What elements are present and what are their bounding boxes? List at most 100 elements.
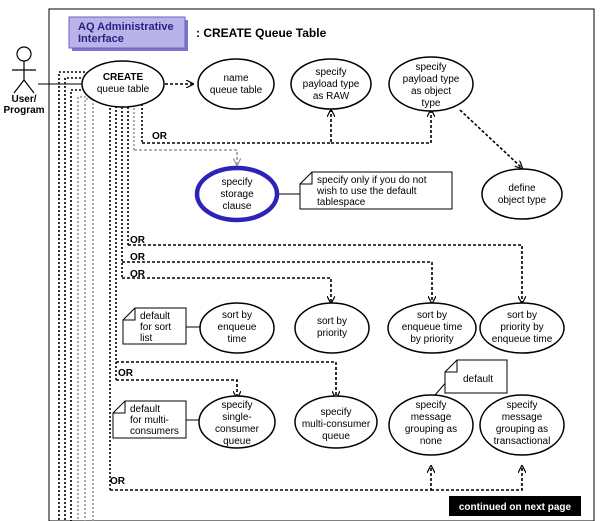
- object-ellipse: [388, 56, 474, 112]
- create-line2: queue table: [97, 84, 150, 95]
- note-sort-line2: for sort: [140, 322, 171, 333]
- note-sort-box: [122, 307, 187, 345]
- sort-enq-pri-line3: by priority: [410, 334, 453, 345]
- sort-pri-line2: priority: [317, 328, 347, 339]
- multi-line3: queue: [322, 431, 350, 442]
- actor-leg-left-icon: [13, 79, 25, 94]
- arrow-to-sort-pri: [122, 277, 331, 303]
- sort-pri-enq-ellipse: [479, 302, 565, 354]
- use-case-sort-enqueue-priority: sort by enqueue time by priority: [387, 302, 477, 354]
- use-case-sort-enqueue: sort by enqueue time: [199, 302, 275, 354]
- bus-line-5: [84, 98, 96, 521]
- name-line2: queue table: [210, 85, 263, 96]
- interface-label-line1: AQ Administrative: [78, 21, 174, 33]
- create-ellipse: [81, 60, 165, 108]
- use-case-multi-consumer: specify multi-consumer queue: [294, 395, 378, 449]
- use-case-raw: specify payload type as RAW: [290, 58, 372, 110]
- grp-trans-line4: transactional: [494, 436, 551, 447]
- actor-label-line2: Program: [3, 105, 44, 116]
- note-grouping-line1: default: [463, 374, 493, 385]
- use-case-name: name queue table: [197, 58, 275, 110]
- note-storage: specify only if you do not wish to use t…: [299, 171, 453, 210]
- or-label-sort-2: OR: [130, 252, 146, 263]
- single-ellipse: [198, 395, 276, 449]
- single-line3: consumer: [215, 424, 260, 435]
- storage-line3: clause: [223, 201, 252, 212]
- sort-pri-enq-line3: enqueue time: [492, 334, 553, 345]
- use-case-sort-priority-enqueue: sort by priority by enqueue time: [479, 302, 565, 354]
- raw-line1: specify: [315, 67, 346, 78]
- multi-line2: multi-consumer: [302, 419, 371, 430]
- sort-pri-enq-line2: priority by: [500, 322, 543, 333]
- storage-line2: storage: [220, 189, 254, 200]
- define-line1: define: [508, 183, 536, 194]
- sort-enq-pri-line1: sort by: [417, 310, 447, 321]
- grp-trans-line2: message: [502, 412, 543, 423]
- note-grouping-default: default: [444, 359, 508, 394]
- sort-pri-enq-line1: sort by: [507, 310, 537, 321]
- use-case-single-consumer: specify single- consumer queue: [198, 395, 276, 449]
- grp-none-line1: specify: [415, 400, 446, 411]
- sort-enq-line2: enqueue: [218, 322, 257, 333]
- note-sort-fold: [123, 308, 136, 321]
- note-multi-line3: consumers: [130, 426, 179, 437]
- arrow-to-storage: [134, 149, 237, 165]
- name-ellipse: [197, 58, 275, 110]
- bus-line-2: [64, 77, 85, 521]
- single-line2: single-: [222, 412, 251, 423]
- sort-pri-line1: sort by: [317, 316, 347, 327]
- note-multi-fold: [113, 401, 126, 414]
- grp-none-line2: message: [411, 412, 452, 423]
- use-case-storage: specify storage clause: [194, 165, 280, 223]
- note-sort-line1: default: [140, 311, 170, 322]
- continued-banner: continued on next page: [449, 496, 581, 516]
- sort-enq-ellipse: [199, 302, 275, 354]
- arrow-to-sort-pri-enq: [128, 244, 522, 303]
- note-storage-line3: tablespace: [317, 197, 366, 208]
- storage-line1: specify: [221, 177, 252, 188]
- sort-enq-pri-line2: enqueue time: [402, 322, 463, 333]
- note-multi-default: default for multi- consumers: [112, 400, 187, 439]
- define-line2: object type: [498, 195, 547, 206]
- object-line4: type: [422, 98, 441, 109]
- or-label-payload: OR: [152, 131, 168, 142]
- raw-line2: payload type: [303, 79, 360, 90]
- note-sort-line3: list: [140, 333, 152, 344]
- arrow-to-raw: [142, 110, 331, 144]
- arrow-to-multi: [116, 361, 336, 398]
- use-case-sort-priority: sort by priority: [294, 302, 370, 354]
- actor-label-line1: User/: [11, 94, 36, 105]
- create-line1: CREATE: [103, 72, 144, 83]
- define-ellipse: [481, 168, 563, 220]
- name-line1: name: [223, 73, 248, 84]
- grp-trans-line1: specify: [506, 400, 537, 411]
- object-line3: as object: [411, 86, 451, 97]
- arrow-to-grp-trans: [431, 466, 522, 491]
- raw-line3: as RAW: [313, 91, 350, 102]
- page-title: : CREATE Queue Table: [196, 26, 327, 40]
- multi-ellipse: [294, 395, 378, 449]
- sort-enq-pri-ellipse: [387, 302, 477, 354]
- use-case-grouping-transactional: specify message grouping as transactiona…: [479, 394, 565, 456]
- raw-ellipse: [290, 58, 372, 110]
- grp-trans-line3: grouping as: [496, 424, 548, 435]
- bus-line-3: [70, 89, 85, 521]
- grp-none-ellipse: [388, 394, 474, 456]
- user-actor: User/ Program: [3, 46, 45, 116]
- use-case-create: CREATE queue table: [81, 60, 165, 108]
- note-grouping-box: [444, 359, 508, 394]
- arrow-to-sort-enq-pri: [122, 261, 432, 303]
- bus-line-1: [58, 71, 85, 521]
- grp-none-line4: none: [420, 436, 443, 447]
- interface-label-line2: Interface: [78, 33, 124, 45]
- note-storage-line1: specify only if you do not: [317, 175, 427, 186]
- note-multi-line2: for multi-: [130, 415, 169, 426]
- actor-head-icon: [16, 46, 32, 62]
- interface-header: AQ Administrative Interface : CREATE Que…: [68, 16, 327, 51]
- single-line1: specify: [221, 400, 252, 411]
- interface-box: [68, 16, 186, 49]
- storage-ellipse: [194, 165, 280, 223]
- sort-pri-ellipse: [294, 302, 370, 354]
- connectors: [110, 84, 522, 491]
- note-multi-box: [112, 400, 187, 439]
